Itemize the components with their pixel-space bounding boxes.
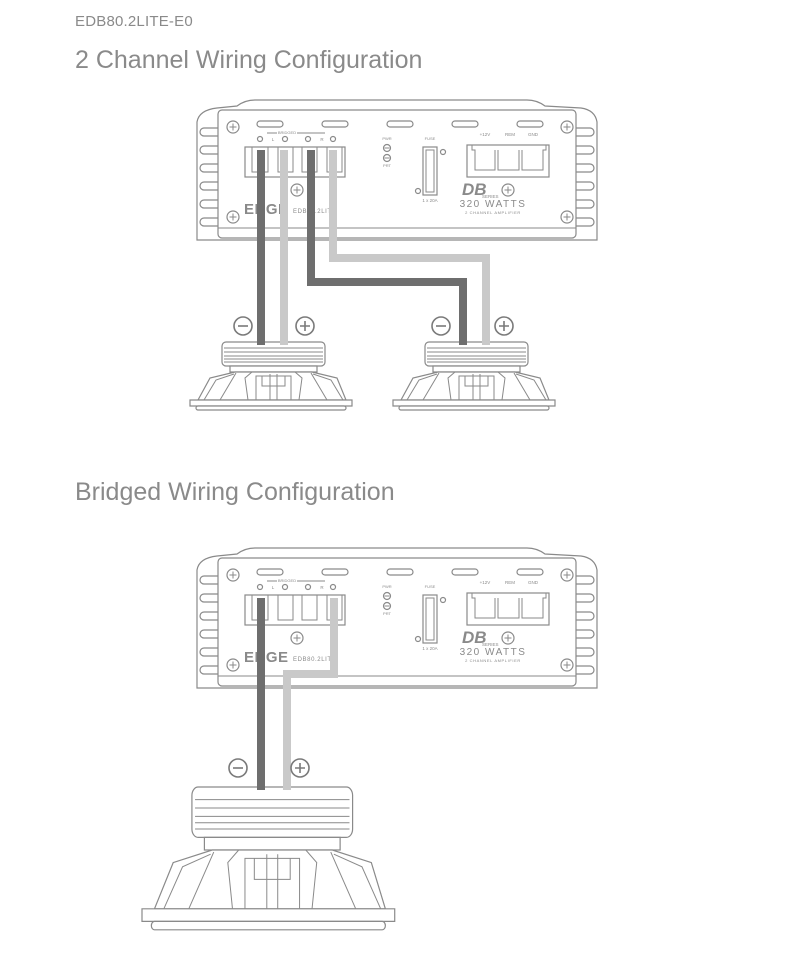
bridged-label: BRIDGED (278, 130, 296, 135)
minus-terminal-icon (431, 316, 451, 336)
power-rem-label: REM (505, 580, 515, 585)
power-12v-label: +12V (480, 580, 491, 585)
subwoofer-speaker (393, 342, 555, 410)
screw-icon (560, 120, 574, 134)
screw-icon (226, 120, 240, 134)
screw-icon (226, 210, 240, 224)
screw-icon (290, 183, 304, 197)
db-series-logo: DB (462, 628, 487, 647)
edge-brand-logo: EDGE (244, 201, 289, 218)
screw-icon (439, 596, 447, 604)
fuse-label: FUSE (425, 584, 436, 589)
screw-icon (414, 635, 422, 643)
screw-icon (290, 631, 304, 645)
fuse-rating: 1 x 20A (422, 198, 437, 203)
plus-terminal-icon (494, 316, 514, 336)
screw-icon (560, 568, 574, 582)
screw-icon (501, 183, 515, 197)
right-channel-label: R (320, 137, 324, 142)
series-label: SERIES (482, 194, 499, 199)
right-positive-wire (329, 150, 490, 345)
amplifier-description: 2 CHANNEL AMPLIFIER (465, 658, 521, 663)
power-terminal-block: +12V REM GND (466, 132, 550, 178)
left-channel-label: L (272, 137, 275, 142)
amplifier-bridged: BRIDGED L R PWR PRT FUSE 1 x 20A +12V RE… (196, 547, 598, 689)
bridged-label: BRIDGED (278, 578, 296, 583)
section-title-2-channel: 2 Channel Wiring Configuration (75, 46, 423, 74)
subwoofer-speaker (190, 342, 352, 410)
amplifier-description: 2 CHANNEL AMPLIFIER (465, 210, 521, 215)
left-channel-label: L (272, 585, 275, 590)
power-terminal-block: +12V REM GND (466, 580, 550, 626)
power-rem-label: REM (505, 132, 515, 137)
fuse-holder (422, 146, 438, 196)
edge-brand-logo: EDGE (244, 649, 289, 666)
amplifier-model-text: EDB80.2LITE (293, 657, 336, 663)
fuse-holder (422, 594, 438, 644)
fuse-rating: 1 x 20A (422, 646, 437, 651)
power-gnd-label: GND (528, 580, 539, 585)
cooling-fins-right (571, 575, 595, 675)
minus-icon (256, 135, 264, 143)
wattage-label: 320 WATTS (460, 647, 527, 658)
plus-icon (329, 135, 337, 143)
prt-label: PRT (383, 611, 391, 616)
section-title-bridged: Bridged Wiring Configuration (75, 478, 395, 506)
plus-terminal-icon (295, 316, 315, 336)
series-label: SERIES (482, 642, 499, 647)
right-channel-label: R (320, 585, 324, 590)
power-gnd-label: GND (528, 132, 539, 137)
bridged-positive-wire (283, 598, 338, 790)
two-channel-wires (257, 150, 490, 345)
db-series-logo: DB (462, 180, 487, 199)
power-12v-label: +12V (480, 132, 491, 137)
minus-icon (256, 583, 264, 591)
plus-terminal-icon (290, 758, 310, 778)
screw-icon (501, 631, 515, 645)
screw-icon (226, 568, 240, 582)
minus-terminal-icon (233, 316, 253, 336)
screw-icon (226, 658, 240, 672)
plus-icon (329, 583, 337, 591)
prt-label: PRT (383, 163, 391, 168)
minus-icon (304, 583, 312, 591)
screw-icon (414, 187, 422, 195)
vent-slots (256, 568, 544, 576)
bridged-wires (257, 598, 338, 790)
fuse-label: FUSE (425, 136, 436, 141)
wattage-label: 320 WATTS (460, 199, 527, 210)
plus-icon (281, 583, 289, 591)
screw-icon (560, 658, 574, 672)
vent-slots (256, 120, 544, 128)
screw-icon (560, 210, 574, 224)
model-number: EDB80.2LITE-E0 (75, 13, 193, 30)
minus-icon (304, 135, 312, 143)
cooling-fins-right (571, 127, 595, 227)
right-negative-wire (307, 150, 467, 345)
pwr-label: PWR (382, 136, 391, 141)
minus-terminal-icon (228, 758, 248, 778)
subwoofer-speaker-bridged (142, 787, 395, 930)
plus-icon (281, 135, 289, 143)
pwr-label: PWR (382, 584, 391, 589)
screw-icon (439, 148, 447, 156)
